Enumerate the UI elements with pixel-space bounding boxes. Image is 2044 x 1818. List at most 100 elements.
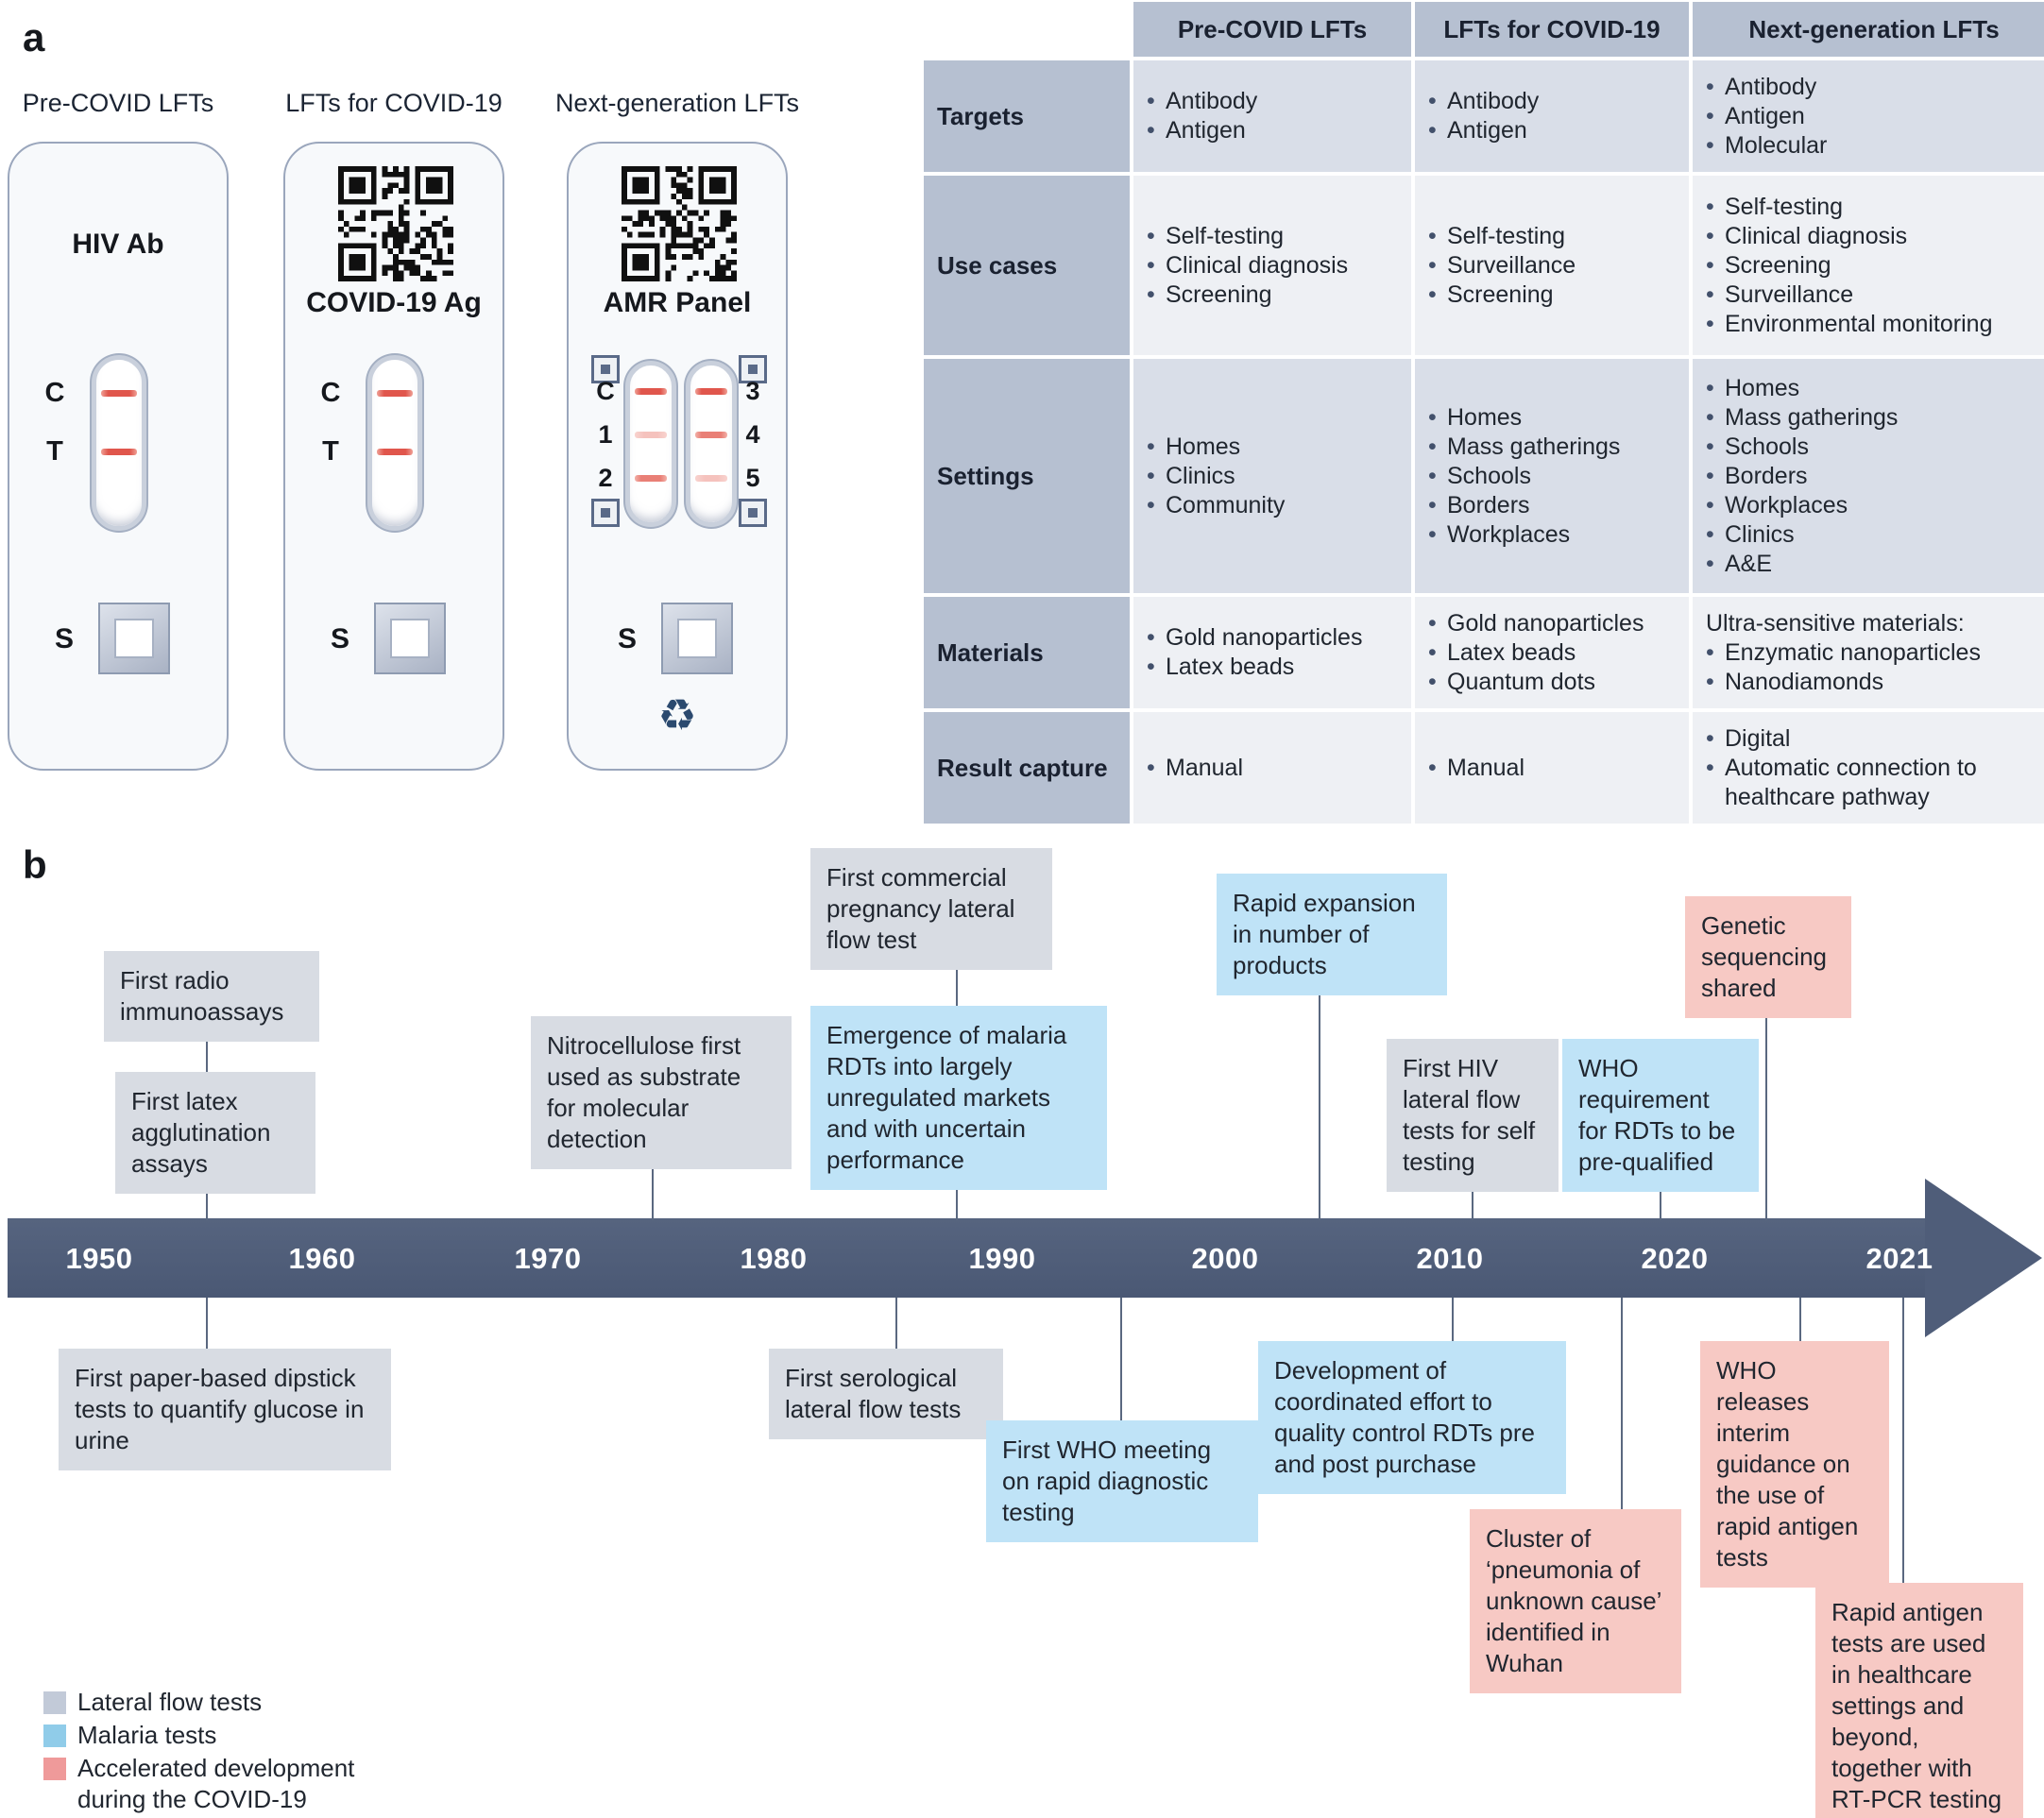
cell-item-text: Schools xyxy=(1725,433,1809,460)
qr-code-icon xyxy=(622,166,737,281)
recycle-icon: ♻ xyxy=(657,690,697,739)
cell-item: •Screening xyxy=(1706,251,2040,280)
bullet-icon: • xyxy=(1706,73,1714,100)
timeline-arrow-icon xyxy=(1925,1179,2042,1337)
bullet-icon: • xyxy=(1706,668,1714,695)
cell-item-text: Molecular xyxy=(1725,131,1828,159)
cell-item: •Mass gatherings xyxy=(1428,433,1674,462)
cell-item-text: Antigen xyxy=(1166,117,1246,144)
legend-swatch-icon xyxy=(43,1758,66,1780)
table-row-label: Settings xyxy=(924,359,1130,593)
cell-item-text: Clinical diagnosis xyxy=(1166,251,1349,279)
cell-item-text: Homes xyxy=(1166,433,1241,460)
legend-label: Lateral flow tests xyxy=(77,1688,263,1716)
cell-item-text: Manual xyxy=(1166,754,1243,781)
event-box-rapid-expansion: Rapid expansion in number of products xyxy=(1217,874,1447,995)
result-line xyxy=(101,390,137,397)
result-line xyxy=(635,475,667,482)
cell-item: •Clinics xyxy=(1147,462,1396,491)
registration-mark-icon xyxy=(591,499,620,527)
event-box-latex-agglutination: First latex agglutination assays xyxy=(115,1072,315,1194)
test-strip xyxy=(367,355,422,531)
cell-item: •Automatic connection to healthcare path… xyxy=(1706,754,2040,812)
bullet-icon: • xyxy=(1428,520,1437,548)
result-line xyxy=(695,388,727,395)
cell-item: •Community xyxy=(1147,491,1396,520)
cell-item: • Manual xyxy=(1147,754,1396,783)
event-box-serological: First serological lateral flow tests xyxy=(769,1349,1003,1439)
year-label: 2000 xyxy=(1191,1242,1259,1275)
test-strip xyxy=(625,361,676,527)
cell-item: •Antigen xyxy=(1706,102,2040,131)
cell-item: •Quantum dots xyxy=(1428,668,1674,697)
table-cell: • Manual xyxy=(1415,712,1689,824)
sample-well-label: S xyxy=(55,623,75,654)
year-label: 2010 xyxy=(1416,1242,1484,1275)
strip-lane-label: 4 xyxy=(745,420,760,449)
cell-item-text: Self-testing xyxy=(1447,222,1566,249)
cell-item-text: Digital xyxy=(1725,724,1791,752)
cell-item-text: Antibody xyxy=(1725,73,1817,100)
cell-item-text: Workplaces xyxy=(1447,520,1571,548)
device-title-covid: LFTs for COVID-19 xyxy=(285,89,502,117)
bullet-icon: • xyxy=(1706,754,1714,781)
strip-lane-label: 2 xyxy=(598,464,613,492)
legend-item: Accelerated development during the COVID… xyxy=(43,1753,366,1818)
table-cell: Ultra-sensitive materials:•Enzymatic nan… xyxy=(1693,597,2044,708)
cell-item-text: Antigen xyxy=(1725,102,1805,129)
year-label: 2021 xyxy=(1865,1242,1933,1275)
table-column-header: Next-generation LFTs xyxy=(1693,2,2044,57)
year-label: 1990 xyxy=(968,1242,1036,1275)
result-line xyxy=(377,390,413,397)
device-card-pre-covid: HIV Ab C T S xyxy=(8,142,229,771)
table-cell: •Gold nanoparticles•Latex beads xyxy=(1133,597,1411,708)
cell-item: • Screening xyxy=(1147,280,1396,310)
sample-well xyxy=(98,603,170,674)
bullet-icon: • xyxy=(1147,462,1155,489)
cell-item: •Latex beads xyxy=(1147,653,1396,682)
cell-item-text: Environmental monitoring xyxy=(1725,310,1993,337)
test-strip xyxy=(686,361,737,527)
cell-item-text: Surveillance xyxy=(1725,280,1854,308)
cell-item-text: Mass gatherings xyxy=(1447,433,1621,460)
bullet-icon: • xyxy=(1428,403,1437,431)
cell-item: •Self-testing xyxy=(1706,193,2040,222)
cell-item-text: Manual xyxy=(1447,754,1524,781)
cell-item: •Environmental monitoring xyxy=(1706,310,2040,339)
cell-item: •Enzymatic nanoparticles xyxy=(1706,638,2040,668)
bullet-icon: • xyxy=(1428,754,1437,781)
bullet-icon: • xyxy=(1706,462,1714,489)
event-box-who-meeting: First WHO meeting on rapid diagnostic te… xyxy=(986,1420,1258,1542)
control-line-label: C xyxy=(44,378,65,408)
event-box-who-prequalified: WHO requirement for RDTs to be pre-quali… xyxy=(1562,1039,1759,1192)
cell-item: •Screening xyxy=(1428,280,1674,310)
bullet-icon: • xyxy=(1147,280,1155,308)
cell-item: •Antibody xyxy=(1147,87,1396,116)
result-line xyxy=(101,449,137,455)
cell-item-text: Screening xyxy=(1447,280,1554,308)
cell-item: •Homes xyxy=(1428,403,1674,433)
bullet-icon: • xyxy=(1706,520,1714,548)
connector-line xyxy=(1660,1192,1661,1220)
bullet-icon: • xyxy=(1147,222,1155,249)
event-box-genetic-sequencing: Genetic sequencing shared xyxy=(1685,896,1851,1018)
cell-item: •Antigen xyxy=(1428,116,1674,145)
bullet-icon: • xyxy=(1428,491,1437,518)
year-label: 1980 xyxy=(740,1242,808,1275)
year-label: 1960 xyxy=(288,1242,356,1275)
connector-line xyxy=(1902,1298,1904,1585)
legend-label: Malaria tests xyxy=(77,1721,217,1749)
result-line xyxy=(695,475,727,482)
bullet-icon: • xyxy=(1147,754,1155,781)
registration-mark-icon xyxy=(591,355,620,383)
cell-intro: Ultra-sensitive materials: xyxy=(1706,609,1965,637)
table-column-header: Pre-COVID LFTs xyxy=(1133,2,1411,57)
product-label: COVID-19 Ag xyxy=(306,287,482,318)
connector-line xyxy=(1621,1298,1623,1511)
bullet-icon: • xyxy=(1428,251,1437,279)
cell-item-text: Screening xyxy=(1166,280,1272,308)
bullet-icon: • xyxy=(1428,462,1437,489)
result-line xyxy=(377,449,413,455)
cell-item-text: Homes xyxy=(1725,374,1800,401)
cell-item-text: Enzymatic nanoparticles xyxy=(1725,638,1981,666)
